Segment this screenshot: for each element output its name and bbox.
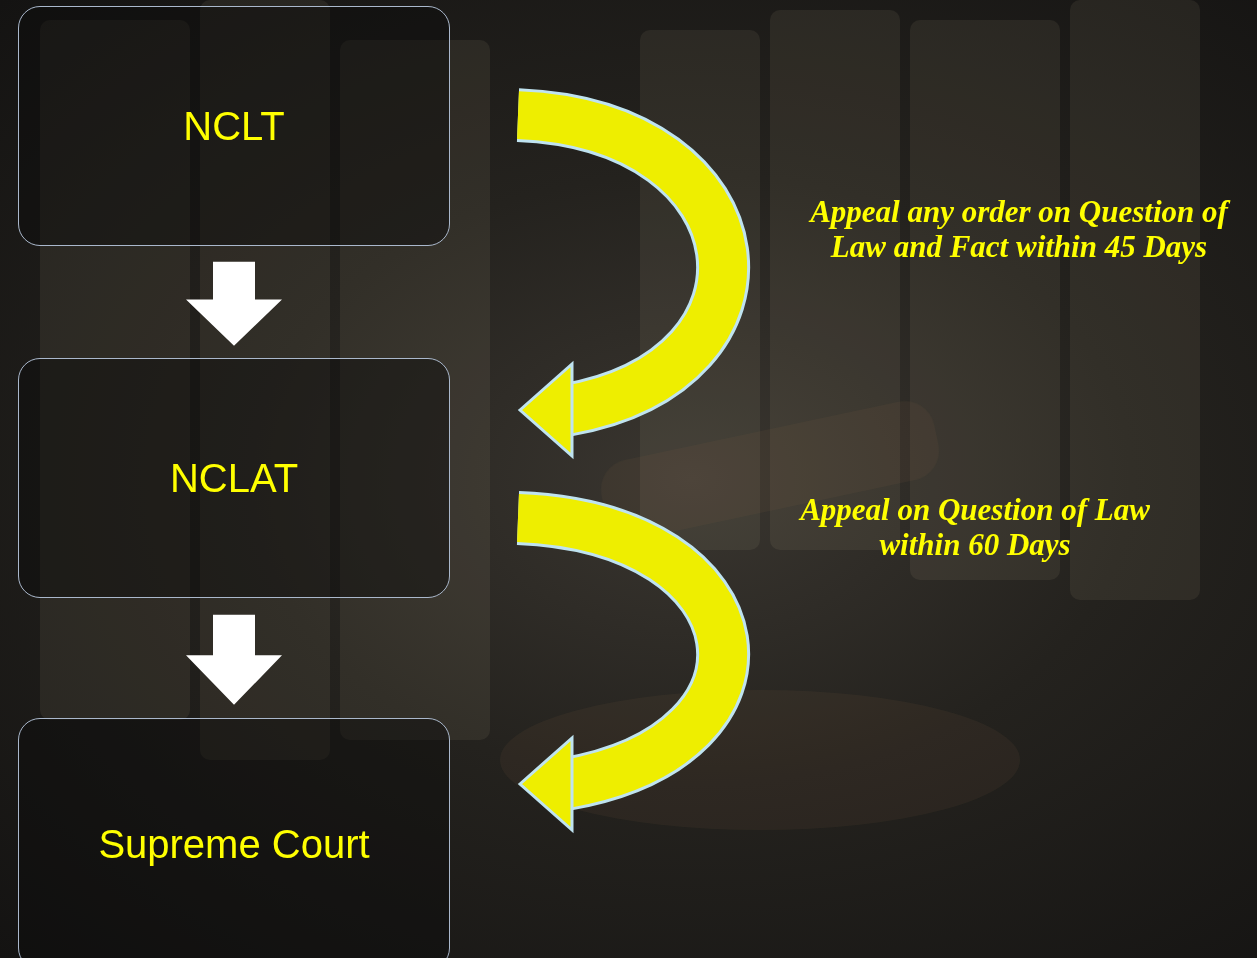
court-name: NCLAT xyxy=(170,455,298,501)
court-name: Supreme Court xyxy=(98,821,369,867)
appeal-note: Appeal any order on Question of Law and … xyxy=(785,195,1253,264)
court-box: Supreme Court xyxy=(18,718,450,958)
appeal-note: Appeal on Question of Law within 60 Days xyxy=(800,493,1150,562)
block-down-arrow xyxy=(186,615,282,705)
appeal-curve-arrow xyxy=(518,518,723,830)
gavel xyxy=(500,396,1020,830)
court-box: NCLT xyxy=(18,6,450,246)
court-box: NCLAT xyxy=(18,358,450,598)
appeal-curve-arrow xyxy=(518,115,723,456)
block-down-arrow xyxy=(186,262,282,346)
court-name: NCLT xyxy=(183,103,284,149)
